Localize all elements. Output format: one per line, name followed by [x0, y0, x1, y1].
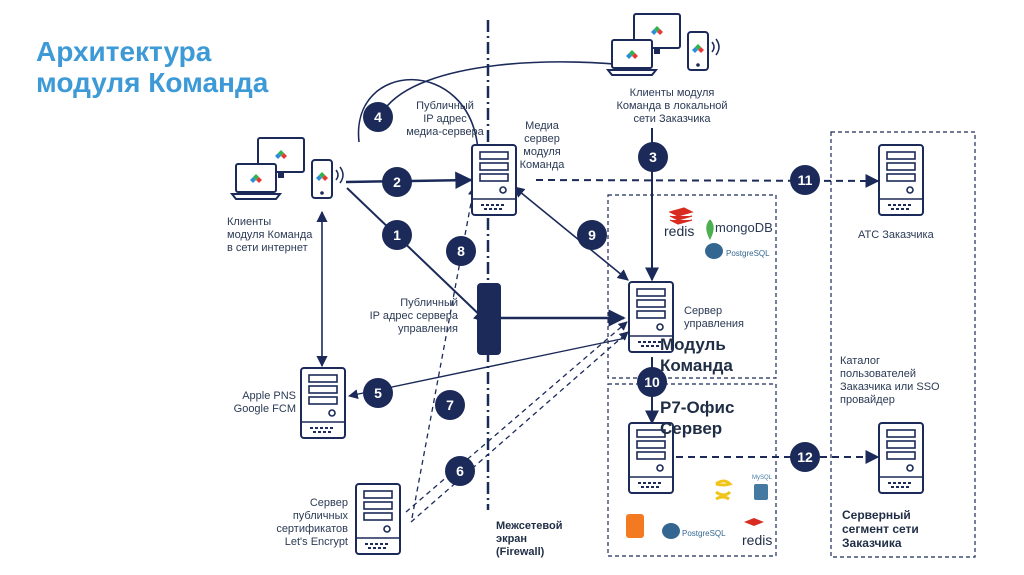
step-badge: 7	[435, 390, 465, 420]
customer-segment-box	[830, 131, 976, 558]
mongodb-logo-text: mongoDB	[715, 220, 773, 235]
postgresql-logo-text: PostgreSQL	[726, 249, 770, 258]
media-server-icon	[471, 144, 517, 216]
apple-server-icon	[300, 367, 346, 439]
link-1	[346, 187, 489, 323]
public-ip-media-label: Публичный IP адрес медиа-сервера	[406, 100, 484, 138]
mongodb-icon	[706, 219, 714, 240]
page-title: Архитектура модуля Команда	[36, 36, 269, 98]
step-badge: 3	[638, 142, 668, 172]
ats-label: АТС Заказчика	[858, 229, 934, 241]
media-server-label: Медиа сервер модуля Команда	[519, 120, 565, 171]
module-label: Модуль Команда	[660, 335, 733, 375]
laptop-icon-local	[608, 40, 656, 75]
catalog-label: Каталог пользователей Заказчика или SSO …	[840, 355, 940, 406]
redis-icon	[668, 207, 694, 225]
step-badge: 6	[445, 456, 475, 486]
step-badge: 12	[790, 442, 820, 472]
postgresql-logo-text-r7: PostgreSQL	[682, 529, 726, 538]
redis-icon-r7	[744, 518, 764, 526]
phone-icon-local	[688, 32, 719, 70]
redis-logo-text: redis	[664, 223, 695, 239]
link-4-arc	[357, 78, 479, 151]
clients-internet-label: Клиенты модуля Команда в сети интернет	[227, 216, 313, 254]
apple-label: Apple PNS Google FCM	[233, 390, 296, 415]
step-badge: 9	[577, 220, 607, 250]
letsencrypt-server-icon	[355, 483, 401, 555]
catalog-server-icon	[878, 422, 924, 494]
link-11	[535, 173, 880, 188]
postgresql-icon-r7	[662, 523, 680, 539]
step-badge: 2	[382, 167, 412, 197]
r7-label: Р7-Офис Сервер	[660, 398, 735, 438]
laptop-icon	[232, 164, 280, 199]
redis-logo-text-r7: redis	[742, 532, 773, 548]
letsencrypt-label: Сервер публичных сертификатов Let's Encr…	[276, 497, 348, 548]
mysql-icon	[754, 484, 768, 500]
r7-box	[607, 383, 777, 557]
elastic-icon	[715, 479, 733, 501]
step-badge: 5	[363, 378, 393, 408]
public-ip-mgmt-label: Публичный IP адрес сервера управления	[369, 297, 458, 335]
clients-local-label: Клиенты модуля Команда в локальной сети …	[616, 87, 728, 125]
link-7	[405, 321, 628, 513]
step-badge: 10	[637, 367, 667, 397]
module-box	[607, 194, 777, 379]
step-badge: 11	[790, 165, 820, 195]
mgmt-server-label: Сервер управления	[684, 305, 744, 330]
server-segment-label: Серверный сегмент сети Заказчика	[842, 508, 919, 550]
step-badge: 4	[363, 102, 393, 132]
phone-icon	[312, 160, 343, 198]
firewall-label: Межсетевой экран (Firewall)	[496, 520, 563, 558]
postgresql-icon	[705, 243, 723, 259]
link-6	[410, 331, 629, 523]
link-5	[348, 337, 627, 399]
rabbitmq-icon	[626, 514, 644, 538]
ats-server-icon	[878, 144, 924, 216]
step-badge: 1	[382, 220, 412, 250]
link-9	[513, 186, 629, 281]
mysql-logo-text: MySQL	[752, 475, 773, 481]
step-badge: 8	[446, 236, 476, 266]
firewall-block	[477, 283, 501, 355]
